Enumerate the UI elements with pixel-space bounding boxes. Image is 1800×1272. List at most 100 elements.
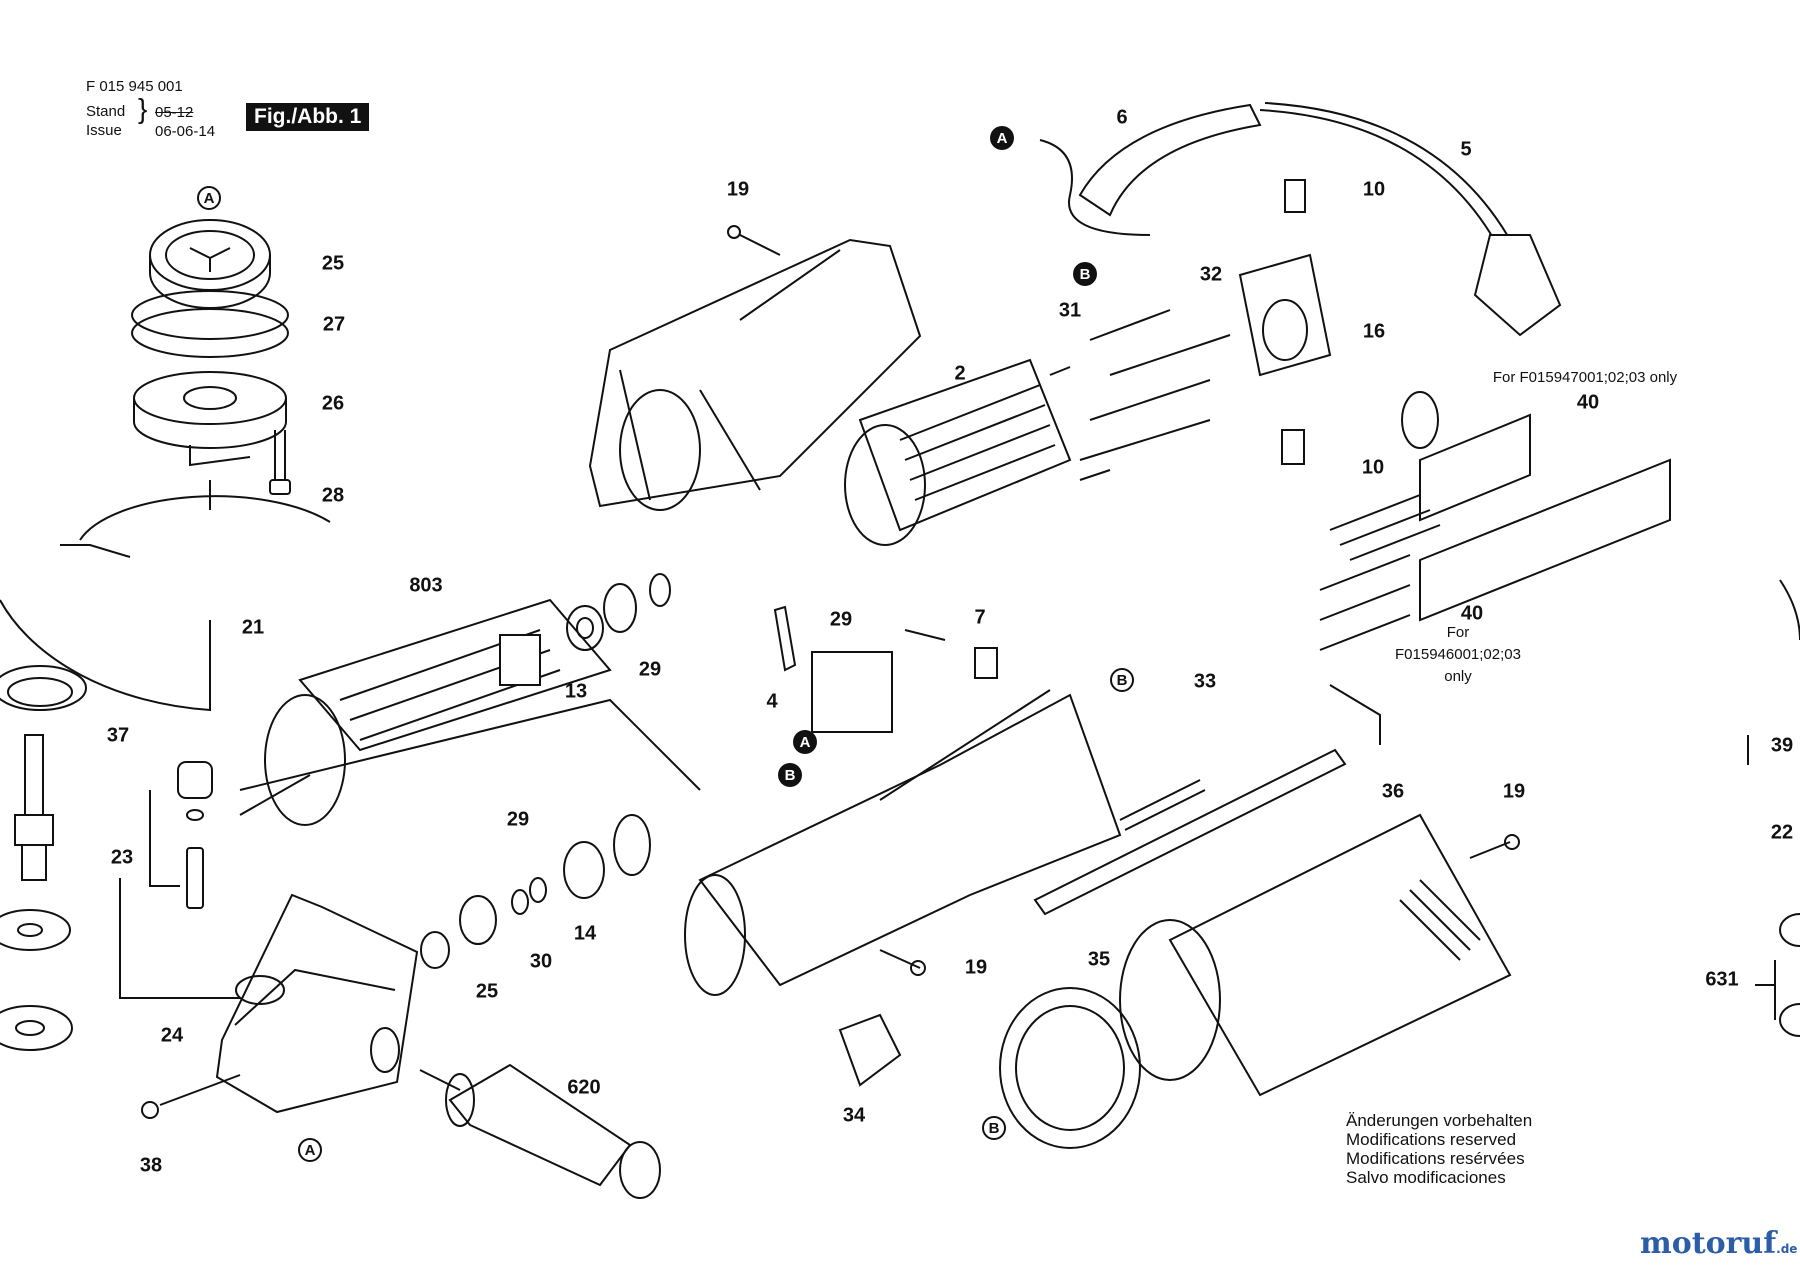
aux-handle-620-part <box>419 1063 661 1199</box>
cord-sleeve-6-part <box>1039 103 1262 236</box>
watermark-brand: motoruf <box>1640 1226 1777 1261</box>
spindle-part <box>14 734 54 881</box>
part-callout-25: 25 <box>475 980 499 1003</box>
part-callout-631: 631 <box>1705 968 1739 991</box>
part-callout-40: 40 <box>1576 391 1600 414</box>
part-callout-29: 29 <box>506 808 530 831</box>
connector-marker-b: B <box>1073 262 1097 286</box>
paddle-34-part <box>838 1013 902 1087</box>
connector-marker-a: A <box>197 186 221 210</box>
screw-19-top-part <box>727 225 781 256</box>
motor-housing-main-part <box>684 689 1122 996</box>
part-callout-29: 29 <box>638 658 662 681</box>
electronics-module-40-lower-part <box>1319 458 1671 651</box>
switch-4-part <box>773 605 893 733</box>
variant-note-lower-1: For <box>1446 624 1470 641</box>
part-callout-40: 40 <box>1460 602 1484 625</box>
part-callout-7: 7 <box>974 606 986 629</box>
part-callout-27: 27 <box>322 313 346 336</box>
part-callout-13: 13 <box>564 680 588 703</box>
connector-marker-b: B <box>778 763 802 787</box>
part-callout-36: 36 <box>1381 780 1405 803</box>
screw-19-lower-part <box>879 949 926 976</box>
gear-25-top-part <box>149 219 271 309</box>
variant-note-upper: For F015947001;02;03 only <box>1492 369 1678 386</box>
gear-housing-24-part <box>215 893 419 1114</box>
modifications-notice: Änderungen vorbehalten Modifications res… <box>1346 1111 1532 1187</box>
part-callout-19: 19 <box>964 956 988 979</box>
part-callout-35: 35 <box>1087 948 1111 971</box>
part-7 <box>904 629 998 679</box>
switch-rod-33-part <box>1033 684 1381 916</box>
part-callout-10: 10 <box>1361 456 1385 479</box>
variant-note-lower-2: F015946001;02;03 <box>1395 646 1521 663</box>
brace-symbol: } <box>138 93 148 124</box>
part-callout-16: 16 <box>1362 320 1386 343</box>
parts-23-part <box>149 761 213 909</box>
part-callout-4: 4 <box>766 690 778 713</box>
part-callout-25: 25 <box>321 252 345 275</box>
modifications-line-fr: Modifications resérvées <box>1346 1149 1525 1168</box>
part-callout-6: 6 <box>1116 106 1128 129</box>
part-callout-32: 32 <box>1199 263 1223 286</box>
part-callout-803: 803 <box>409 574 443 597</box>
gaskets-27-part <box>131 290 289 358</box>
connector-marker-a: A <box>990 126 1014 150</box>
watermark-logo: motoruf.de <box>1640 1226 1797 1261</box>
connector-marker-a: A <box>793 730 817 754</box>
flanges-part <box>0 909 73 1051</box>
part-callout-26: 26 <box>321 392 345 415</box>
part-callout-31: 31 <box>1058 299 1082 322</box>
connector-marker-b: B <box>1110 668 1134 692</box>
bracket-24-part <box>119 878 240 999</box>
armature-bracket-part <box>239 698 701 791</box>
motor-housing-half-part <box>588 238 922 511</box>
housing-cover-36-part <box>1119 813 1512 1097</box>
field-coil-2-part <box>844 358 1072 546</box>
document-number: F 015 945 001 <box>86 78 183 95</box>
stand-value: 05-12 <box>155 104 194 121</box>
brush-holder-16-part <box>1238 179 1332 465</box>
part-callout-19: 19 <box>726 178 750 201</box>
ring-37-part <box>0 665 87 711</box>
screw-28-part <box>269 430 291 495</box>
part-callout-620: 620 <box>567 1076 601 1099</box>
part-callout-38: 38 <box>139 1154 163 1177</box>
part-callout-29: 29 <box>829 608 853 631</box>
ring-35-part <box>999 987 1141 1149</box>
part-callout-2: 2 <box>954 362 966 385</box>
part-callout-5: 5 <box>1460 138 1472 161</box>
wheel-guard-21-part <box>0 480 331 712</box>
stand-label: Stand <box>86 103 126 120</box>
modifications-line-de: Änderungen vorbehalten <box>1346 1111 1533 1130</box>
issue-date: 06-06-14 <box>155 123 216 140</box>
armature-803-part <box>239 598 612 826</box>
watermark-tld: .de <box>1776 1242 1798 1256</box>
part-callout-14: 14 <box>573 922 597 945</box>
connector-marker-b: B <box>982 1116 1006 1140</box>
figure-label: Fig./Abb. 1 <box>246 103 370 131</box>
part-callout-24: 24 <box>160 1024 184 1047</box>
connector-marker-a: A <box>298 1138 322 1162</box>
part-callout-28: 28 <box>321 484 345 507</box>
cord-5-part <box>1259 102 1562 337</box>
part-callout-22: 22 <box>1770 821 1794 844</box>
part-callout-10: 10 <box>1362 178 1386 201</box>
part-callout-37: 37 <box>106 724 130 747</box>
issue-label: Issue <box>86 122 122 139</box>
bearing-flange-26-part <box>133 371 287 467</box>
modifications-line-es: Salvo modificaciones <box>1346 1168 1506 1187</box>
screw-19-right-part <box>1469 834 1520 859</box>
screw-38-part <box>141 1074 241 1119</box>
part-callout-21: 21 <box>241 616 265 639</box>
bearing-parts-lower <box>420 814 651 969</box>
right-edge-parts <box>1747 579 1800 1037</box>
electronics-module-40-upper-part <box>1329 391 1531 561</box>
part-callout-30: 30 <box>529 950 553 973</box>
bearings-top-part <box>566 573 671 651</box>
part-callout-23: 23 <box>110 846 134 869</box>
part-callout-33: 33 <box>1193 670 1217 693</box>
part-callout-19: 19 <box>1502 780 1526 803</box>
terminals-31-32-part <box>1049 309 1231 481</box>
